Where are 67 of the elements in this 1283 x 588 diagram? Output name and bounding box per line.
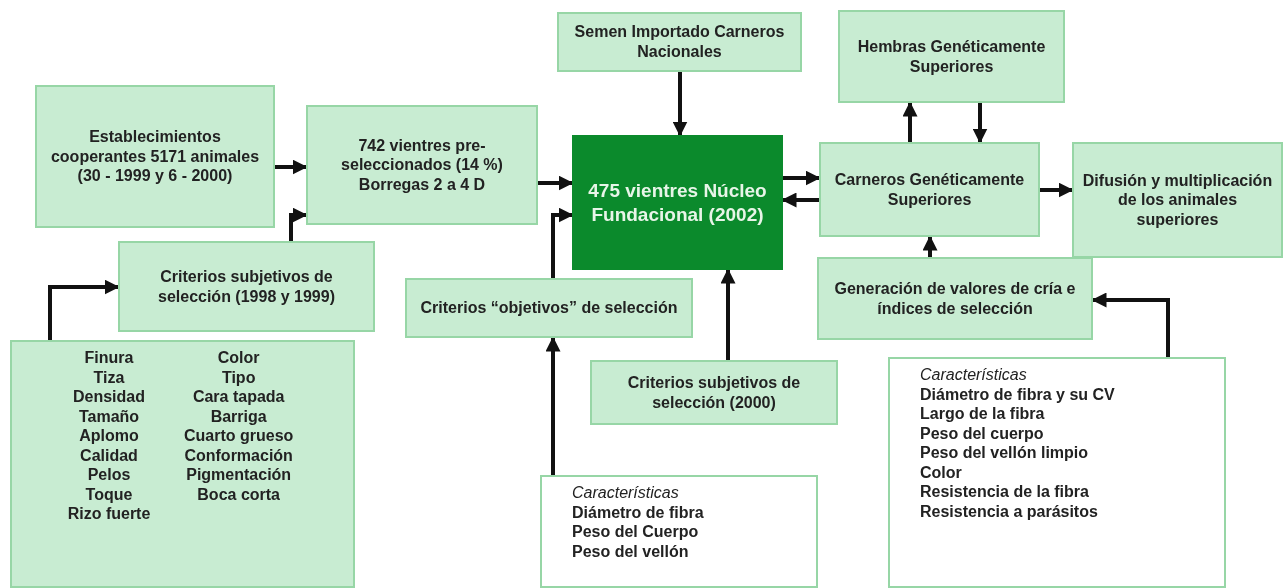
arrow <box>783 170 821 186</box>
highlight-box <box>572 135 783 270</box>
process-box <box>405 278 693 338</box>
box-label: Semen Importado Carneros Nacionales <box>573 22 786 62</box>
arrow <box>672 72 688 137</box>
arrow <box>275 159 308 175</box>
list-heading: Características <box>572 483 679 503</box>
arrow <box>720 268 736 360</box>
arrow <box>1040 182 1074 198</box>
list-item: Resistencia a parásitos <box>920 501 1098 522</box>
list-item: Toque <box>84 484 134 505</box>
list-item: Cara tapada <box>191 387 286 407</box>
list-item: Tiza <box>92 367 126 388</box>
box-label: 742 vientres pre-seleccionados (14 %) Borregas 2 a 4 D <box>340 135 504 195</box>
process-box <box>817 257 1093 340</box>
process-box <box>1072 142 1283 258</box>
list-box <box>10 340 355 588</box>
list-item: Barriga <box>209 406 268 427</box>
list-item: Calidad <box>79 445 139 466</box>
process-box <box>590 360 838 425</box>
list-item: Peso del Cuerpo <box>572 522 699 542</box>
list-item: Tamaño <box>77 406 141 427</box>
list-item: Peso del vellón <box>572 541 689 562</box>
list-item: Rizo fuerte <box>66 504 152 524</box>
box-label: Criterios “objetivos” de selección <box>420 298 678 318</box>
process-box <box>557 12 802 72</box>
list-item: Diámetro de fibra y su CV <box>920 384 1115 405</box>
box-label: 475 vientres Núcleo Fundacional (2002) <box>587 179 768 226</box>
box-label: Hembras Genéticamente Superiores <box>856 37 1047 76</box>
list-item: Pelos <box>86 465 132 485</box>
list-box <box>540 475 818 588</box>
process-box <box>35 85 275 228</box>
list-item: Color <box>920 462 962 483</box>
list-box <box>888 357 1226 588</box>
arrow <box>902 101 918 142</box>
list-item: Peso del cuerpo <box>920 423 1044 444</box>
list-item: Densidad <box>72 387 146 407</box>
arrow <box>551 207 574 278</box>
list-item: Diámetro de fibra <box>572 502 704 523</box>
list-item: Resistencia de la fibra <box>920 482 1089 502</box>
list-item: Cuarto grueso <box>184 426 294 446</box>
box-label: Difusión y multiplicación de los animales superiores <box>1081 170 1274 230</box>
arrow <box>289 207 308 241</box>
process-box <box>838 10 1065 103</box>
box-label: Generación de valores de cría e índices de selección <box>833 279 1077 318</box>
arrow <box>922 235 938 257</box>
box-label: Criterios subjetivos de selección (2000) <box>626 373 802 412</box>
arrow <box>972 103 988 144</box>
arrow <box>48 279 120 340</box>
box-label: Establecimientos cooperantes 5171 animales (30 - 1999 y 6 - 2000) <box>49 127 261 186</box>
box-label: Carneros Genéticamente Superiores <box>833 170 1026 209</box>
process-box <box>306 105 538 225</box>
process-box <box>118 241 375 332</box>
process-box <box>819 142 1040 237</box>
list-item: Pigmentación <box>185 465 293 485</box>
list-item: Aplomo <box>78 426 140 446</box>
list-item: Tipo <box>220 367 257 388</box>
list-item: Color <box>216 348 261 368</box>
box-label: Criterios subjetivos de selección (1998 y 1999) <box>157 267 336 306</box>
list-item: Boca corta <box>196 484 281 505</box>
list-item: Conformación <box>184 445 294 466</box>
arrow <box>538 175 574 191</box>
list-item: Peso del vellón limpio <box>920 443 1089 463</box>
list-item: Finura <box>83 348 135 368</box>
list-item: Largo de la fibra <box>920 404 1045 424</box>
list-heading: Características <box>920 365 1027 385</box>
arrow <box>545 336 561 475</box>
